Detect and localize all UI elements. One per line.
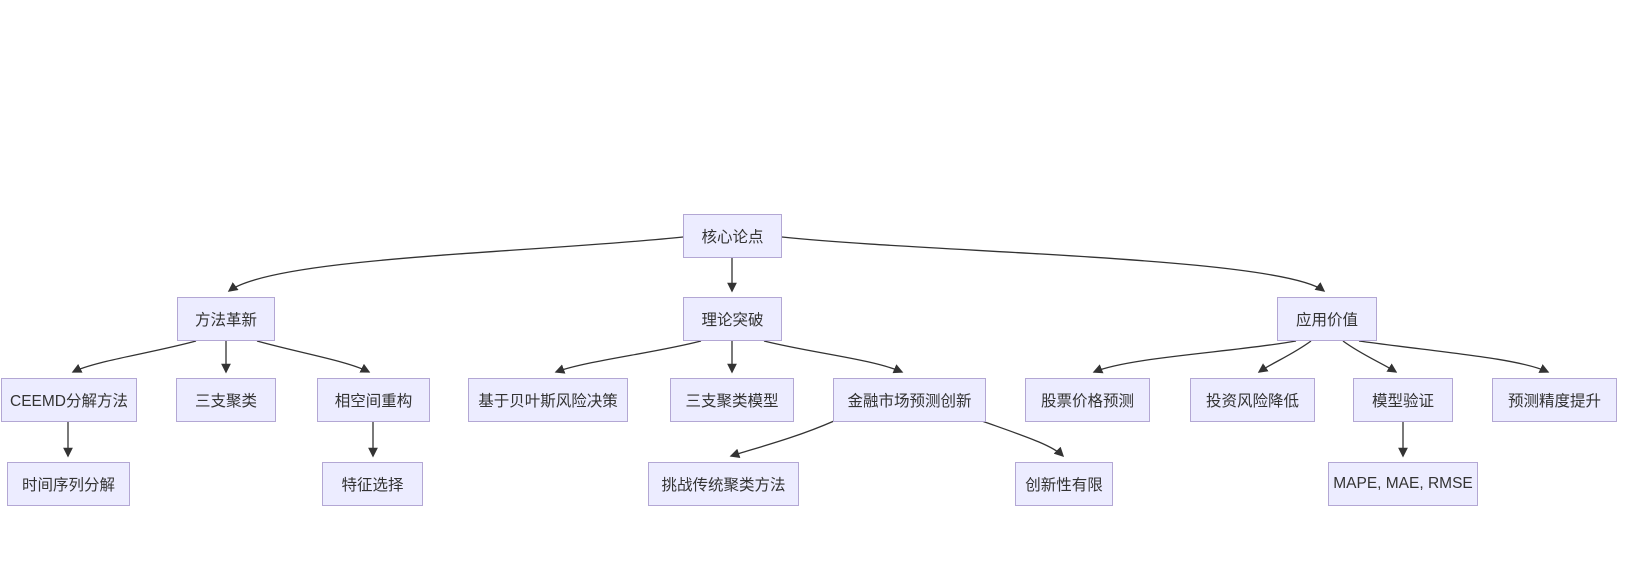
- edge-root-application: [781, 236, 1326, 292]
- node-time-series-decomposition: 时间序列分解: [7, 462, 130, 506]
- node-limited-novelty: 创新性有限: [1015, 462, 1113, 506]
- node-stock-price-prediction: 股票价格预测: [1025, 378, 1150, 422]
- node-three-way-clustering: 三支聚类: [176, 378, 276, 422]
- edge-application-precision: [1358, 340, 1550, 373]
- node-ceemd-decomposition: CEEMD分解方法: [1, 378, 137, 422]
- node-core-thesis: 核心论点: [683, 214, 782, 258]
- edge-method-phasespace: [256, 340, 371, 373]
- edge-theory-fininnov: [763, 340, 904, 374]
- node-forecast-precision-improvement: 预测精度提升: [1492, 378, 1617, 422]
- node-model-validation: 模型验证: [1353, 378, 1453, 422]
- node-method-innovation: 方法革新: [177, 297, 275, 341]
- node-theory-breakthrough: 理论突破: [683, 297, 782, 341]
- node-financial-market-forecast-innovation: 金融市场预测创新: [833, 378, 986, 422]
- edge-fininnov-challenge: [729, 420, 835, 459]
- node-challenge-traditional-clustering: 挑战传统聚类方法: [648, 462, 799, 506]
- edge-application-modelvalid: [1342, 340, 1398, 373]
- node-three-way-clustering-model: 三支聚类模型: [670, 378, 794, 422]
- node-mape-mae-rmse: MAPE, MAE, RMSE: [1328, 462, 1478, 506]
- node-bayesian-risk-decision: 基于贝叶斯风险决策: [468, 378, 628, 422]
- edge-theory-bayes: [554, 340, 702, 374]
- node-investment-risk-reduction: 投资风险降低: [1190, 378, 1315, 422]
- edge-application-stockpred: [1092, 340, 1297, 374]
- edge-root-method: [227, 236, 684, 292]
- edge-method-ceemd: [71, 340, 197, 373]
- node-phase-space-reconstruction: 相空间重构: [317, 378, 430, 422]
- node-feature-selection: 特征选择: [322, 462, 423, 506]
- edge-application-risklower: [1257, 340, 1312, 373]
- node-application-value: 应用价值: [1277, 297, 1377, 341]
- edge-fininnov-limited: [981, 420, 1065, 458]
